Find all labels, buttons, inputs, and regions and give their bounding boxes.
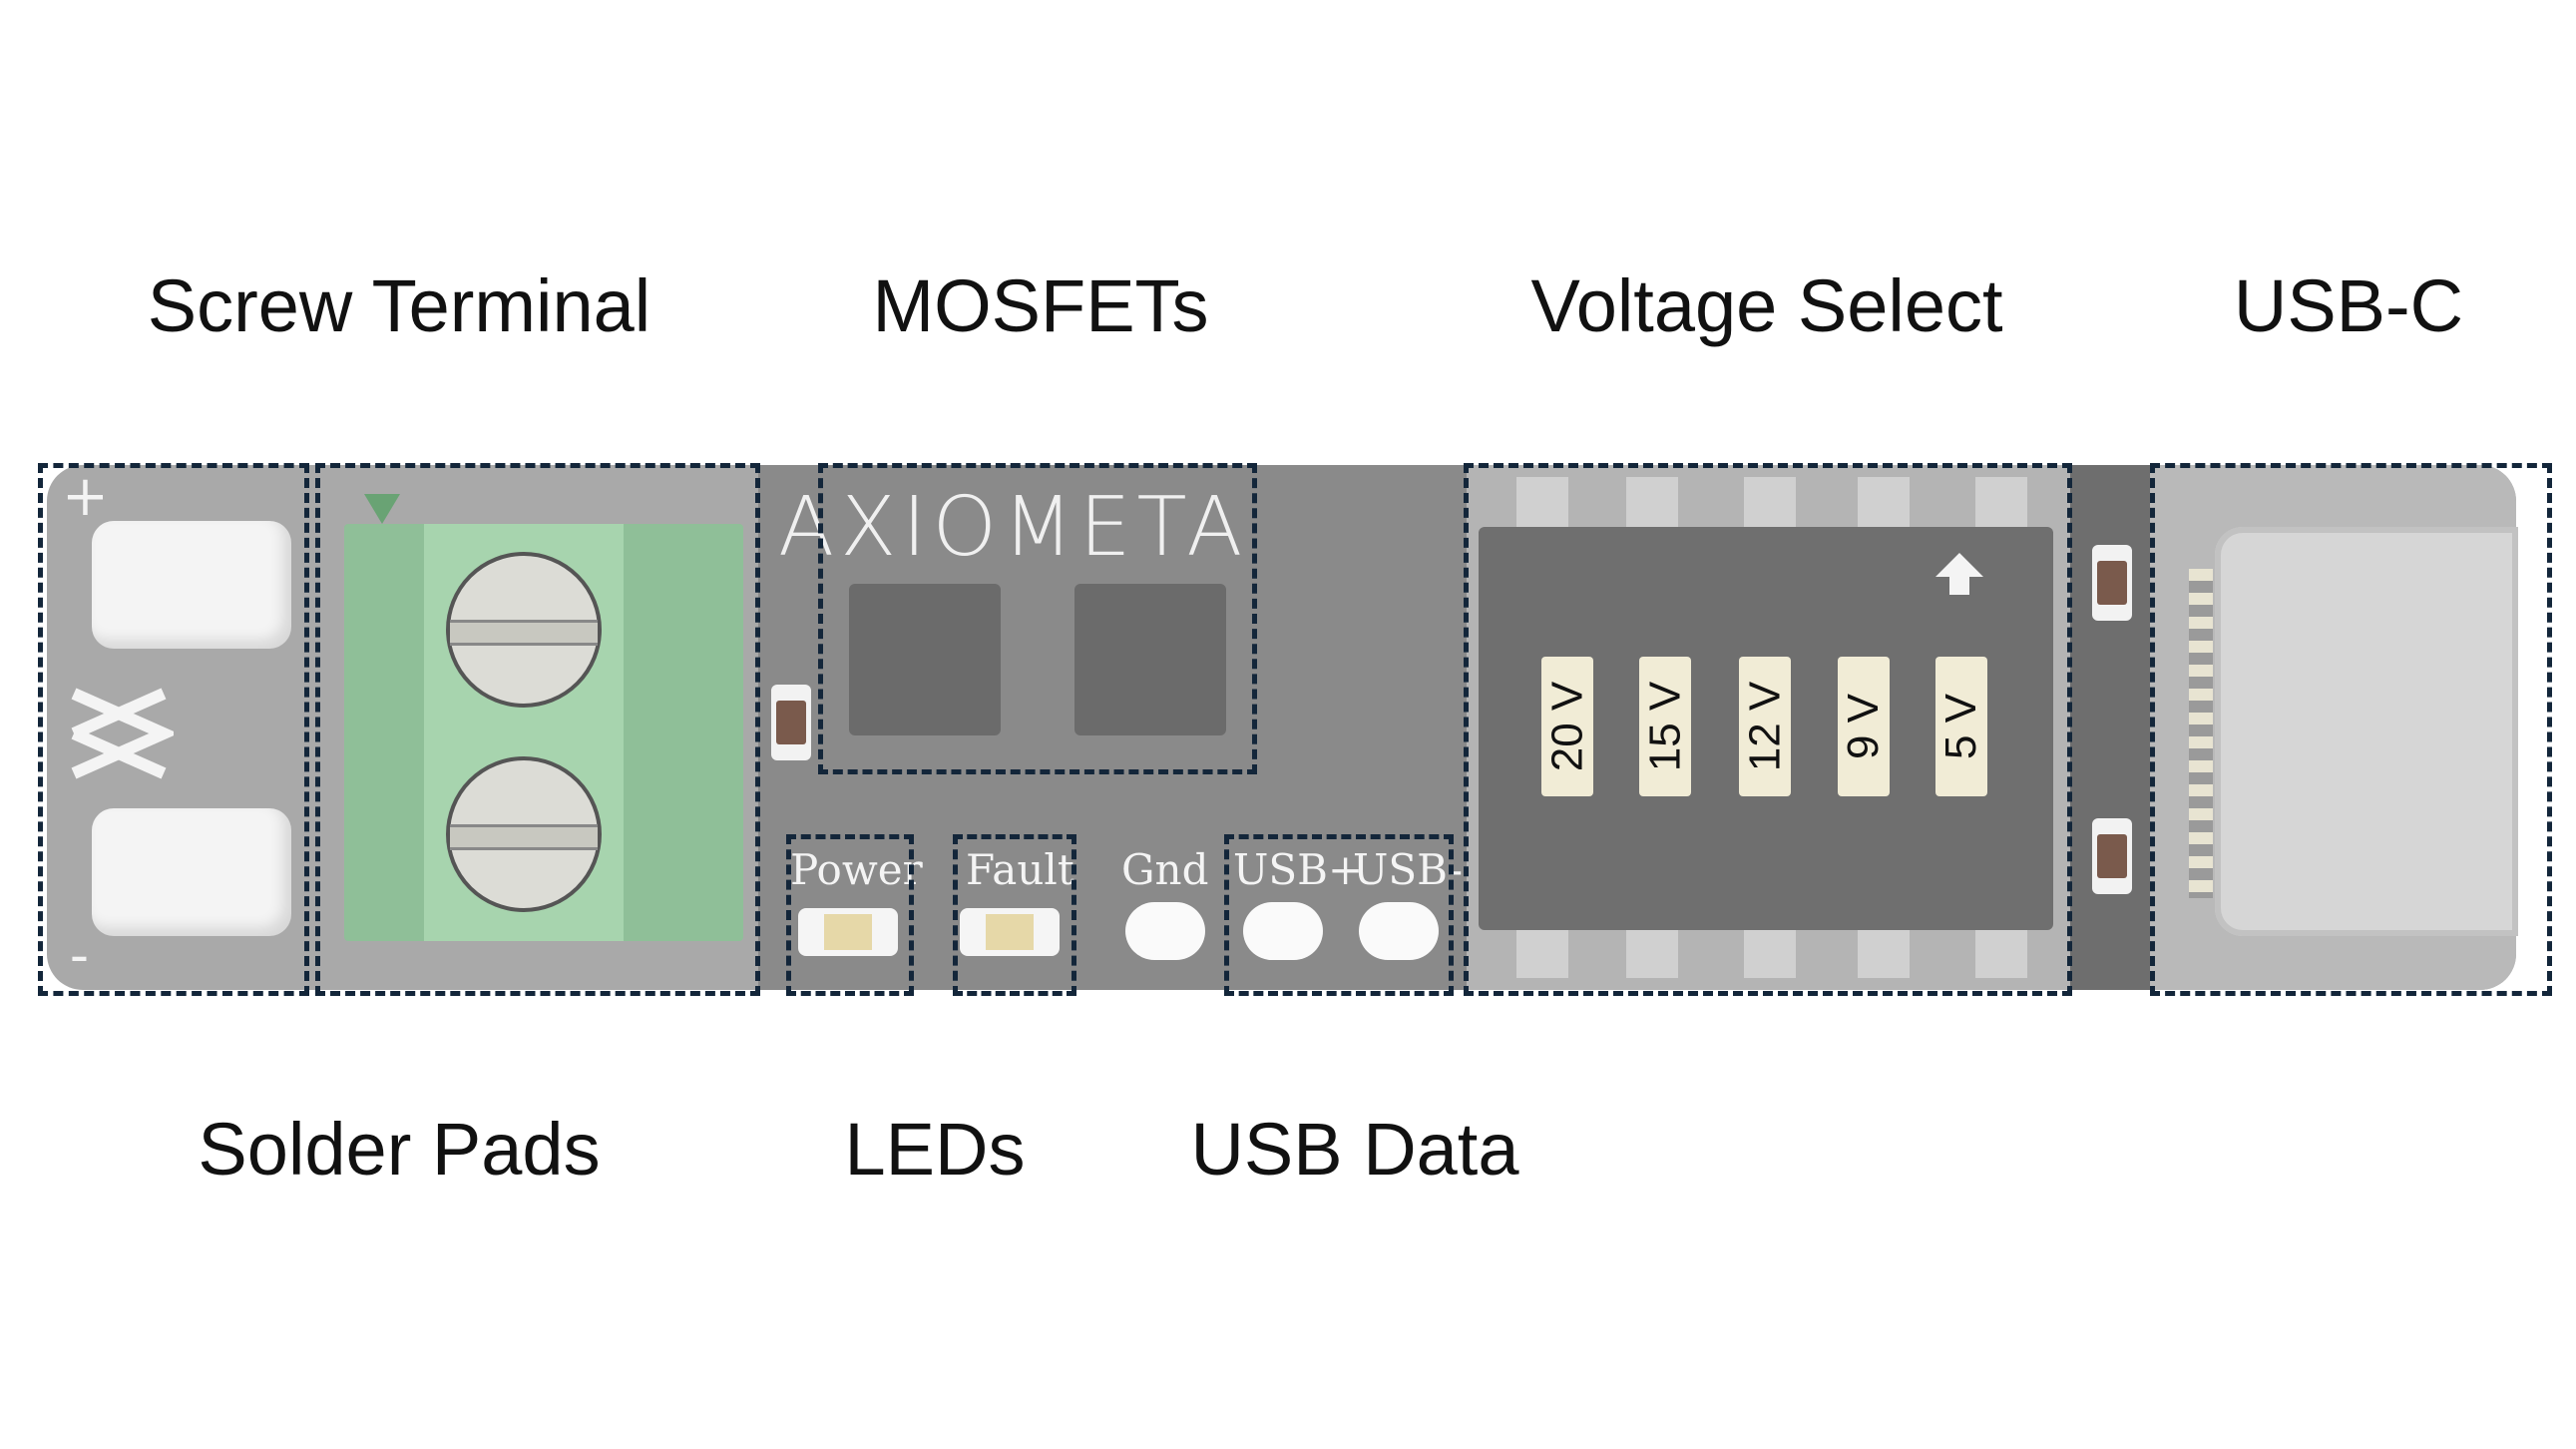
solder-pad-positive bbox=[92, 521, 291, 649]
led-fault bbox=[960, 908, 1060, 956]
outline-mosfets bbox=[818, 463, 1257, 774]
dip-key-20v[interactable]: 20 V bbox=[1541, 657, 1593, 796]
usb-c-pins bbox=[2189, 569, 2213, 898]
outline-usb-data bbox=[1224, 834, 1454, 996]
silk-usb-minus: USB- bbox=[1353, 845, 1464, 894]
plus-sign: + bbox=[62, 464, 109, 529]
pad-gnd bbox=[1125, 902, 1205, 960]
board-usb-region bbox=[2070, 465, 2150, 990]
silk-power: Power bbox=[790, 845, 923, 894]
dip-tab-bottom-3 bbox=[1744, 928, 1796, 978]
axiometa-logo-icon bbox=[71, 688, 174, 779]
dip-tab-bottom-2 bbox=[1626, 928, 1678, 978]
dip-key-12v[interactable]: 12 V bbox=[1739, 657, 1791, 796]
label-usb-data: USB Data bbox=[1190, 1108, 1519, 1191]
label-leds: LEDs bbox=[844, 1108, 1026, 1191]
brand-logo-text: AXIOMETA bbox=[778, 480, 1249, 575]
resistor-usb-bottom bbox=[2092, 818, 2132, 894]
outline-led-fault bbox=[953, 834, 1076, 996]
resistor-usb-top bbox=[2092, 545, 2132, 621]
led-power bbox=[798, 908, 898, 956]
solder-pad-negative bbox=[92, 808, 291, 936]
label-screw-terminal: Screw Terminal bbox=[147, 264, 651, 347]
pad-usb-minus bbox=[1359, 902, 1439, 960]
label-usb-c: USB-C bbox=[2233, 264, 2464, 347]
resistor-left bbox=[771, 685, 811, 760]
silk-fault: Fault bbox=[966, 845, 1074, 894]
label-mosfets: MOSFETs bbox=[872, 264, 1209, 347]
outline-screw-terminal bbox=[315, 463, 760, 996]
dip-tab-bottom-4 bbox=[1858, 928, 1910, 978]
pad-usb-plus bbox=[1243, 902, 1323, 960]
outline-voltage-select bbox=[1464, 463, 2072, 996]
label-solder-pads: Solder Pads bbox=[198, 1108, 601, 1191]
usb-c-connector bbox=[2215, 527, 2518, 936]
outline-led-power bbox=[786, 834, 914, 996]
dip-tab-bottom-5 bbox=[1975, 928, 2027, 978]
silk-usb-plus: USB+ bbox=[1233, 845, 1364, 894]
label-voltage-select: Voltage Select bbox=[1530, 264, 2003, 347]
minus-sign: - bbox=[70, 923, 89, 988]
dip-tab-bottom-1 bbox=[1516, 928, 1568, 978]
dip-tab-top-2 bbox=[1626, 477, 1678, 529]
dip-tab-top-4 bbox=[1858, 477, 1910, 529]
dip-tab-top-5 bbox=[1975, 477, 2027, 529]
silk-gnd: Gnd bbox=[1121, 845, 1209, 894]
outline-usb-c bbox=[2150, 463, 2552, 996]
dip-tab-top-1 bbox=[1516, 477, 1568, 529]
mosfet-2 bbox=[1074, 584, 1226, 735]
dip-key-9v[interactable]: 9 V bbox=[1838, 657, 1890, 796]
dip-key-15v[interactable]: 15 V bbox=[1639, 657, 1691, 796]
outline-solder-pads bbox=[38, 463, 309, 996]
arrow-up-icon bbox=[1935, 553, 1983, 595]
dip-key-5v[interactable]: 5 V bbox=[1935, 657, 1987, 796]
mosfet-1 bbox=[849, 584, 1001, 735]
screw-bottom bbox=[446, 756, 602, 912]
dip-tab-top-3 bbox=[1744, 477, 1796, 529]
screw-top bbox=[446, 552, 602, 708]
